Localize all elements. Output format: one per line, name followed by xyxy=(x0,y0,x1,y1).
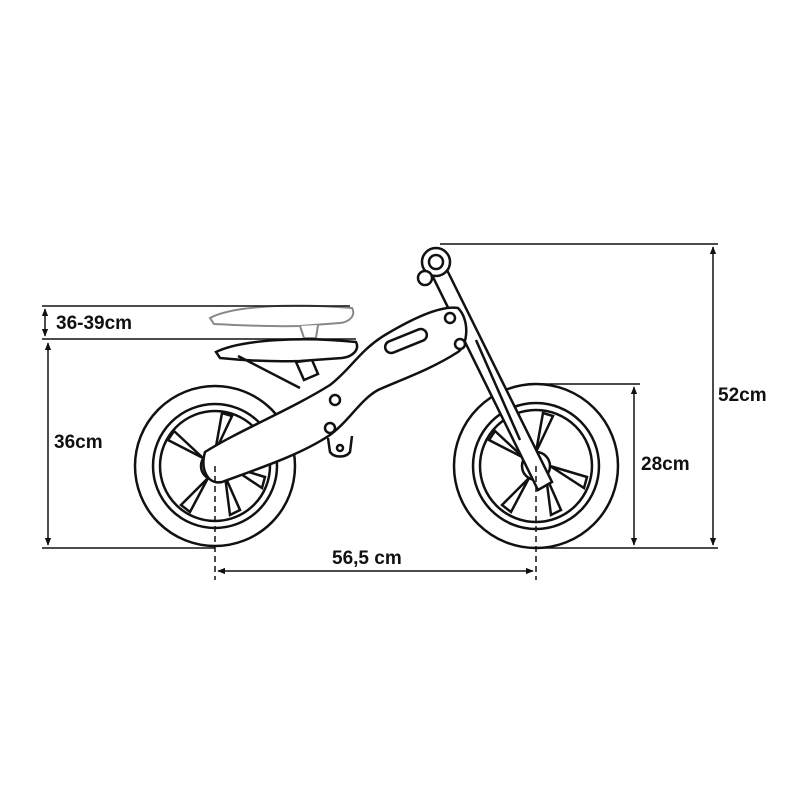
seat-height-label: 36cm xyxy=(54,432,103,453)
bike-frame xyxy=(202,306,468,484)
seat xyxy=(214,338,359,390)
dimension-lines xyxy=(41,243,718,580)
seat-adjust-label: 36-39cm xyxy=(56,313,133,334)
total-height-label: 52cm xyxy=(718,385,767,406)
ghost-seat xyxy=(208,304,355,339)
wheelbase-label: 56,5 cm xyxy=(332,548,402,569)
wheel-height-label: 28cm xyxy=(641,454,690,475)
